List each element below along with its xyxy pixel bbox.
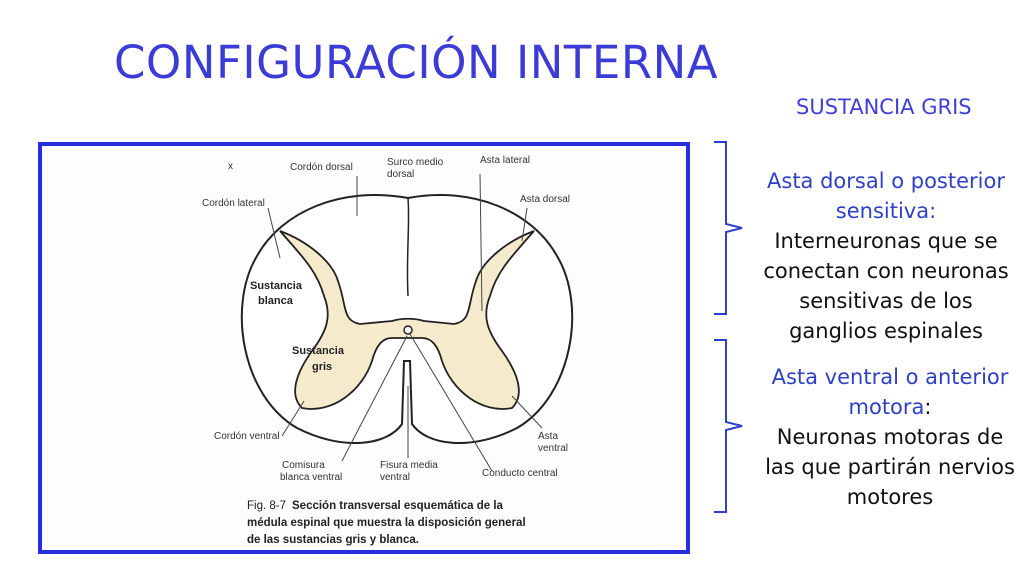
- gray-matter: [279, 230, 535, 410]
- label-sustancia-blanca-1: Sustancia: [250, 280, 303, 292]
- ventral-heading-1: Asta ventral o anterior: [771, 365, 1009, 389]
- slide-title: CONFIGURACIÓN INTERNA: [114, 36, 719, 89]
- dorsal-body-1: Interneuronas que se: [774, 229, 998, 253]
- dorsal-colon: :: [929, 199, 937, 223]
- label-asta-dorsal: Asta dorsal: [520, 194, 570, 205]
- section-label: SUSTANCIA GRIS: [796, 95, 972, 119]
- label-asta-lateral: Asta lateral: [480, 155, 530, 166]
- mark-x: x: [228, 161, 233, 172]
- label-sustancia-gris-1: Sustancia: [292, 345, 345, 357]
- dorsal-horn-text: Asta dorsal o posterior sensitiva: Inter…: [752, 166, 1020, 346]
- ventral-heading-2: motora: [848, 395, 925, 419]
- dorsal-body-2: conectan con neuronas: [763, 259, 1009, 283]
- dorsal-heading-2-line: sensitiva:: [752, 196, 1020, 226]
- label-cordon-lateral: Cordón lateral: [202, 198, 265, 209]
- caption-text-1: Sección transversal esquemática de la: [292, 500, 504, 512]
- ventral-body-2: las que partirán nervios: [765, 455, 1015, 479]
- label-asta-ventral-1: Asta: [538, 431, 558, 442]
- dorsal-body-3: sensitivas de los: [799, 289, 973, 313]
- label-sustancia-gris-2: gris: [312, 361, 332, 373]
- ventral-heading-2-line: motora:: [758, 392, 1022, 422]
- dorsal-heading-1: Asta dorsal o posterior: [767, 169, 1005, 193]
- leader-lines: [267, 173, 543, 472]
- caption-line-3: de las sustancias gris y blanca.: [247, 534, 419, 546]
- spinal-cord-figure: x Cordón dorsal Surco medio dorsal Asta …: [38, 142, 690, 554]
- dorsal-bracket: [714, 141, 743, 315]
- ventral-body-3: motores: [846, 485, 934, 509]
- label-fisura-2: ventral: [380, 472, 410, 483]
- label-cordon-ventral: Cordón ventral: [214, 431, 280, 442]
- central-canal: [403, 325, 413, 335]
- caption-fig-number: Fig. 8-7: [247, 500, 286, 512]
- label-cordon-dorsal: Cordón dorsal: [290, 162, 353, 173]
- spinal-cord-diagram: x Cordón dorsal Surco medio dorsal Asta …: [202, 155, 574, 546]
- caption-line-2: médula espinal que muestra la disposició…: [247, 517, 526, 529]
- dorsal-body-4: ganglios espinales: [789, 319, 983, 343]
- ventral-body-1: Neuronas motoras de: [776, 425, 1004, 449]
- label-sustancia-blanca-2: blanca: [258, 295, 294, 307]
- label-surco-dorsal: dorsal: [387, 169, 414, 180]
- label-surco-medio: Surco medio: [387, 157, 444, 168]
- ventral-horn-text: Asta ventral o anterior motora: Neuronas…: [758, 362, 1022, 512]
- ventral-bracket: [714, 339, 743, 513]
- label-comisura-1: Comisura: [282, 460, 325, 471]
- caption-line-1: Fig. 8-7 Sección transversal esquemática …: [247, 500, 504, 512]
- ventral-colon: :: [924, 395, 932, 419]
- label-asta-ventral-2: ventral: [538, 443, 568, 454]
- label-fisura-1: Fisura media: [380, 460, 438, 471]
- label-comisura-2: blanca ventral: [280, 472, 342, 483]
- label-conducto-central: Conducto central: [482, 468, 558, 479]
- dorsal-heading-2: sensitiva: [835, 199, 930, 223]
- dorsal-median-sulcus: [406, 197, 410, 297]
